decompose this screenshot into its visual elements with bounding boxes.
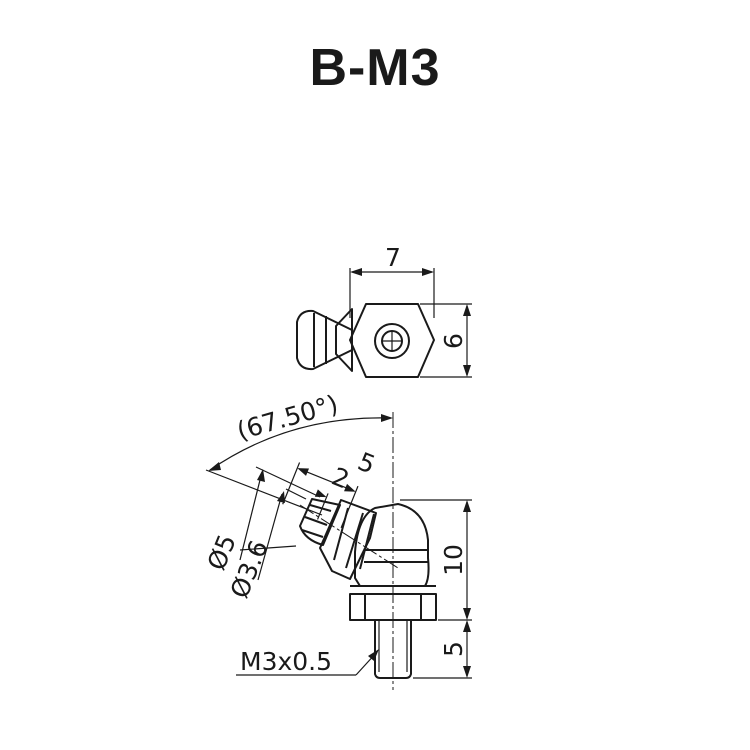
top-view-hex-collar <box>335 308 353 372</box>
dimension-body-height: 10 <box>400 499 472 621</box>
dimension-label-angle: (67.50°) <box>234 389 342 445</box>
dimension-label-body-height: 10 <box>439 544 468 576</box>
top-view-hexagon <box>349 303 435 378</box>
thread-callout: M3x0.5 <box>236 647 379 676</box>
dimension-label-head-length: 5 <box>354 447 380 480</box>
top-view-outer-hole <box>374 323 410 359</box>
side-view-nipple-head <box>299 498 377 580</box>
dimension-thread-length: 5 <box>413 620 472 679</box>
thread-spec-label: M3x0.5 <box>240 647 332 676</box>
top-view-nipple-head <box>296 309 353 371</box>
dimension-head-length <box>282 462 359 529</box>
side-view-thread-shank <box>374 620 412 679</box>
side-view: 10 5 M3x0.5 (67.50°) <box>202 389 472 690</box>
dimension-label-hex-height: 6 <box>439 333 468 349</box>
side-view-elbow-body <box>354 503 430 587</box>
dimension-label-thread-length: 5 <box>439 641 468 657</box>
dimension-label-hex-width: 7 <box>385 243 401 272</box>
dimension-hex-width: 7 <box>349 243 435 318</box>
dimension-hex-height: 6 <box>420 303 472 378</box>
angled-center-line <box>299 504 399 569</box>
side-view-hex-nut <box>349 585 437 621</box>
top-view: 7 6 <box>296 243 472 378</box>
page-title: B-M3 <box>309 39 441 97</box>
